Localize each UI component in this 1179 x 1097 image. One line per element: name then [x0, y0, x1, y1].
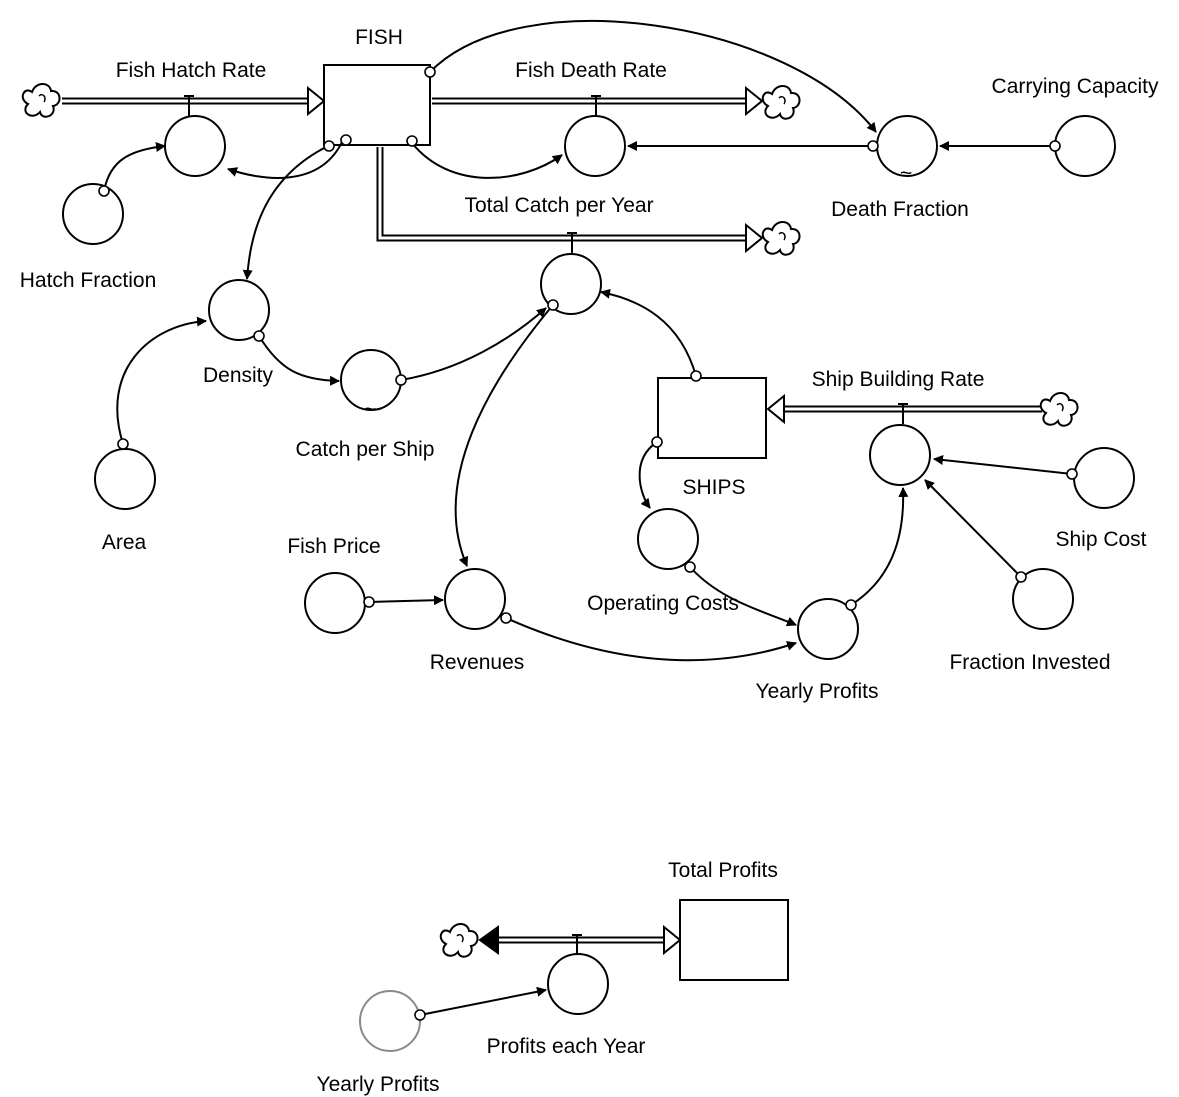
valve-marks [184, 95, 908, 955]
operating-costs-node[interactable] [637, 508, 699, 570]
clouds [21, 83, 1079, 958]
link-ship-cost-to-ship-building [933, 455, 1073, 475]
valve-mark [567, 232, 577, 254]
causal-links [103, 20, 1073, 1016]
density-node[interactable] [208, 279, 270, 341]
link-fish-price-to-revenues [368, 595, 444, 606]
valve-mark [572, 934, 582, 955]
cloud-icon [761, 85, 801, 120]
flow-pipes [62, 85, 1044, 956]
cloud-icon [439, 923, 479, 958]
ships-stock-label: SHIPS [682, 476, 745, 499]
link-operating-costs-to-yearly-profits [689, 566, 797, 627]
area-node[interactable] [94, 448, 156, 510]
link-fish-to-hatch-rate [227, 139, 344, 179]
fish-death-rate-valve[interactable] [564, 115, 626, 177]
link-area-to-density [116, 316, 207, 445]
fraction-invested-label: Fraction Invested [949, 651, 1110, 674]
link-fish-to-death-rate [411, 142, 563, 179]
fraction-invested-node[interactable] [1012, 568, 1074, 630]
ship-building-rate-valve[interactable] [869, 424, 931, 486]
link-ships-to-operating-costs [638, 441, 658, 509]
labels: FISH Fish Hatch Rate Fish Death Rate Car… [20, 26, 1159, 1096]
ship-building-rate-label: Ship Building Rate [812, 368, 985, 391]
ship-cost-node[interactable] [1073, 447, 1135, 509]
link-hatch-fraction-to-hatch-rate [103, 142, 166, 192]
total-profits-stock[interactable] [679, 899, 789, 981]
density-label: Density [203, 364, 274, 387]
fish-stock[interactable] [323, 64, 431, 146]
profits-each-year-label: Profits each Year [487, 1035, 646, 1058]
hatch-fraction-node[interactable] [62, 183, 124, 245]
yearly-profits-node[interactable] [797, 598, 859, 660]
profits-each-year-valve[interactable] [547, 953, 609, 1015]
revenues-node[interactable] [444, 568, 506, 630]
yearly-profits-shadow-node[interactable] [359, 990, 421, 1052]
death-fraction-label: Death Fraction [831, 198, 969, 221]
fish-stock-label: FISH [355, 26, 403, 49]
valve-mark [898, 403, 908, 424]
hatch-fraction-label: Hatch Fraction [20, 269, 157, 292]
fish-death-rate-label: Fish Death Rate [515, 59, 667, 82]
profits-outflow-arrowhead [478, 925, 499, 955]
link-tails [98, 66, 1078, 1021]
link-fish-to-death-fraction [429, 20, 877, 133]
fish-hatch-rate-valve[interactable] [164, 115, 226, 177]
fish-price-label: Fish Price [287, 535, 380, 558]
link-revenues-to-yearly-profits [505, 617, 797, 662]
total-profits-label: Total Profits [668, 859, 778, 882]
ship-cost-label: Ship Cost [1055, 528, 1146, 551]
profits-flow-arrowhead [663, 924, 682, 956]
link-yearly-profits-to-profits-each-year [419, 986, 547, 1016]
total-catch-per-year-label: Total Catch per Year [464, 194, 653, 217]
cloud-icon [21, 83, 61, 118]
total-catch-per-year-valve[interactable] [540, 253, 602, 315]
catch-flow-arrowhead [745, 222, 764, 254]
carrying-capacity-node[interactable] [1054, 115, 1116, 177]
revenues-label: Revenues [430, 651, 525, 674]
link-yearly-profits-to-ship-building [850, 487, 909, 606]
yearly-profits-label: Yearly Profits [756, 680, 879, 703]
yearly-profits-shadow-label: Yearly Profits [317, 1073, 440, 1096]
lookup-mark: ~ [900, 162, 912, 185]
ship-building-arrowhead [766, 393, 785, 425]
fish-hatch-rate-label: Fish Hatch Rate [116, 59, 267, 82]
link-density-to-catch-per-ship [258, 335, 340, 386]
valve-mark [591, 95, 601, 117]
link-ships-to-total-catch [600, 288, 697, 377]
cloud-icon [761, 221, 801, 256]
lookup-mark: ~ [364, 398, 376, 421]
link-catch-per-ship-to-total-catch [400, 307, 547, 381]
link-total-catch-to-revenues [454, 304, 554, 567]
death-flow-arrowhead [745, 85, 764, 117]
cloud-icon [1039, 392, 1079, 427]
catch-per-ship-label: Catch per Ship [296, 438, 435, 461]
ships-stock[interactable] [657, 377, 767, 459]
area-label: Area [102, 531, 147, 554]
valve-mark [184, 95, 194, 117]
carrying-capacity-label: Carrying Capacity [992, 75, 1159, 98]
operating-costs-label: Operating Costs [587, 592, 739, 615]
link-fraction-invested-to-ship-building [924, 479, 1022, 578]
fish-price-node[interactable] [304, 572, 366, 634]
hatch-flow-arrowhead [307, 85, 326, 117]
link-fish-to-density [242, 145, 329, 280]
